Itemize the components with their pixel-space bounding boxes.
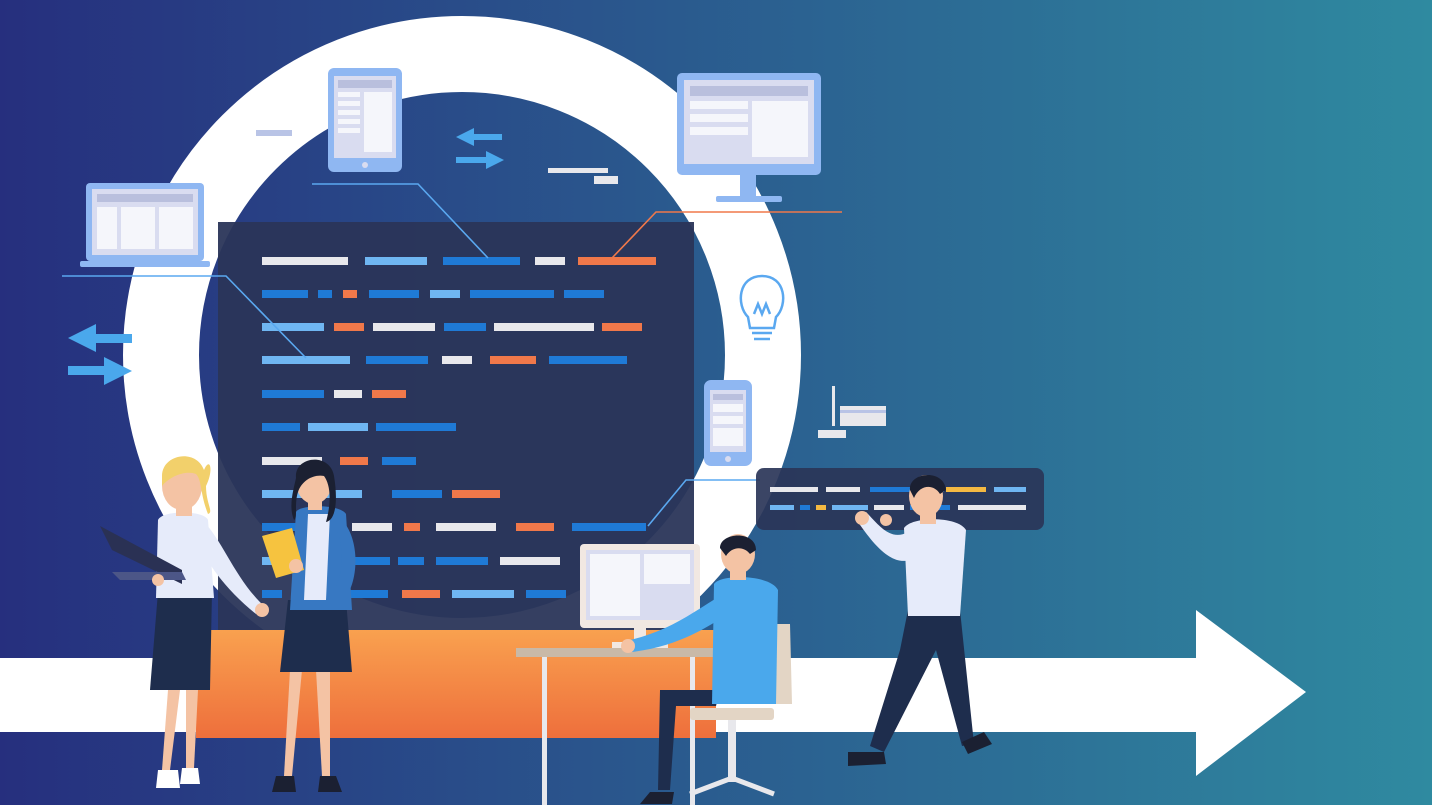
code-bar [430,290,460,298]
laptop-icon [80,183,210,267]
code-bar [365,257,427,265]
smartphone-icon [704,380,752,466]
code-bar [452,490,500,498]
code-bar [994,487,1026,492]
code-bar [262,590,282,598]
code-bar [602,323,642,331]
code-bar [494,323,594,331]
tablet-icon [328,68,402,172]
code-bar [826,487,860,492]
code-bar [490,356,536,364]
code-bar [535,257,565,265]
code-bar [262,423,300,431]
code-bar [340,457,368,465]
code-bar [392,490,442,498]
man-walking [848,474,992,766]
lightbulb-icon [739,274,785,341]
woman-with-clipboard [262,459,356,792]
code-bar [373,323,435,331]
code-bar [398,557,424,565]
code-bar [443,257,520,265]
code-bar [262,356,350,364]
code-bar [874,505,904,510]
connector-lines [62,183,842,527]
code-bar [470,290,554,298]
code-bar [262,290,308,298]
code-bar [308,423,368,431]
code-bar [958,505,1026,510]
code-bar [452,590,514,598]
woman-with-laptop [100,456,269,788]
code-bar [318,290,332,298]
code-bar [262,390,324,398]
code-bar [564,290,604,298]
code-bar [352,523,392,531]
code-bar [262,257,348,265]
code-bar [346,590,388,598]
code-bar [549,356,627,364]
code-bar [372,390,406,398]
swap-arrows-icon [68,324,132,385]
code-bar [870,487,910,492]
code-bar [444,323,486,331]
code-bar [816,505,826,510]
code-bar [800,505,810,510]
code-bar [369,290,419,298]
code-bar [262,457,322,465]
code-bar [572,523,646,531]
code-lines [262,257,656,598]
code-bar [770,487,818,492]
code-bar [946,487,986,492]
code-bar [343,290,357,298]
code-bar [366,356,428,364]
code-bar [436,557,488,565]
code-bar [526,590,566,598]
code-bar [516,523,554,531]
code-bar [262,323,324,331]
code-bar [334,323,364,331]
code-bar [500,557,560,565]
desktop-monitor-icon [677,73,821,202]
bar-chart-icon [818,386,886,438]
code-snippet-panel [756,468,1044,530]
code-bar [262,523,296,531]
code-bar [376,423,456,431]
code-bar [436,523,496,531]
swap-arrows-icon [456,128,504,169]
code-bar [404,523,420,531]
code-bar [832,505,868,510]
code-bar [334,390,362,398]
code-bar [770,505,794,510]
code-bar [402,590,440,598]
code-bar [382,457,416,465]
code-bar [578,257,656,265]
decorative-dashes [256,130,618,184]
code-bar [442,356,472,364]
man-at-desk [516,534,792,805]
